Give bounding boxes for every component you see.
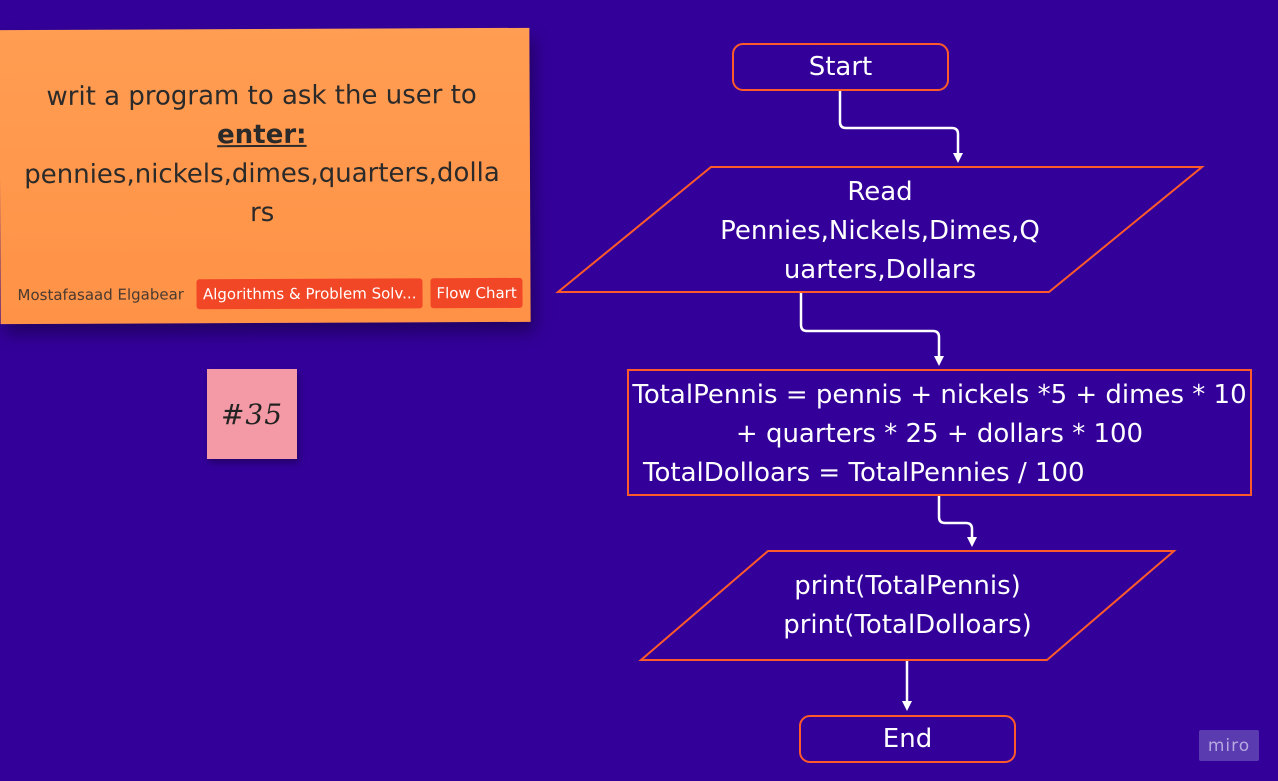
number-label: #35	[220, 397, 284, 431]
input-label: Read Pennies,Nickels,Dimes,Q uarters,Dol…	[640, 173, 1120, 290]
output-parallelogram-shape[interactable]	[638, 550, 1177, 661]
process-label: TotalPennis = pennis + nickels *5 + dime…	[629, 376, 1250, 493]
connector-process-to-output[interactable]	[937, 495, 977, 547]
output-label-line-1: print(TotalPennis)	[794, 571, 1021, 601]
process-label-line-3: TotalDolloars = TotalPennies / 100	[643, 458, 1085, 488]
start-label: Start	[808, 52, 873, 82]
output-label-line-2: print(TotalDolloars)	[783, 610, 1032, 640]
process-label-line-1: TotalPennis = pennis + nickels *5 + dime…	[632, 380, 1247, 410]
miro-logo-text: miro	[1207, 735, 1251, 756]
connector-start-to-input[interactable]	[838, 90, 963, 163]
number-sticky-note[interactable]: #35	[207, 369, 297, 459]
input-label-line-1: Read	[847, 177, 913, 207]
miro-logo[interactable]: miro	[1199, 730, 1259, 761]
input-label-line-3: uarters,Dollars	[783, 255, 977, 285]
process-label-line-2: + quarters * 25 + dollars * 100	[735, 419, 1144, 449]
start-terminal-shape[interactable]	[732, 43, 949, 91]
connector-input-to-process[interactable]	[799, 292, 944, 366]
end-terminal-shape[interactable]	[799, 715, 1016, 763]
input-label-line-2: Pennies,Nickels,Dimes,Q	[720, 216, 1040, 246]
output-label: print(TotalPennis) print(TotalDolloars)	[740, 567, 1075, 645]
input-parallelogram-shape[interactable]	[555, 166, 1205, 293]
end-label: End	[882, 724, 933, 754]
process-rectangle-shape[interactable]	[627, 369, 1252, 496]
